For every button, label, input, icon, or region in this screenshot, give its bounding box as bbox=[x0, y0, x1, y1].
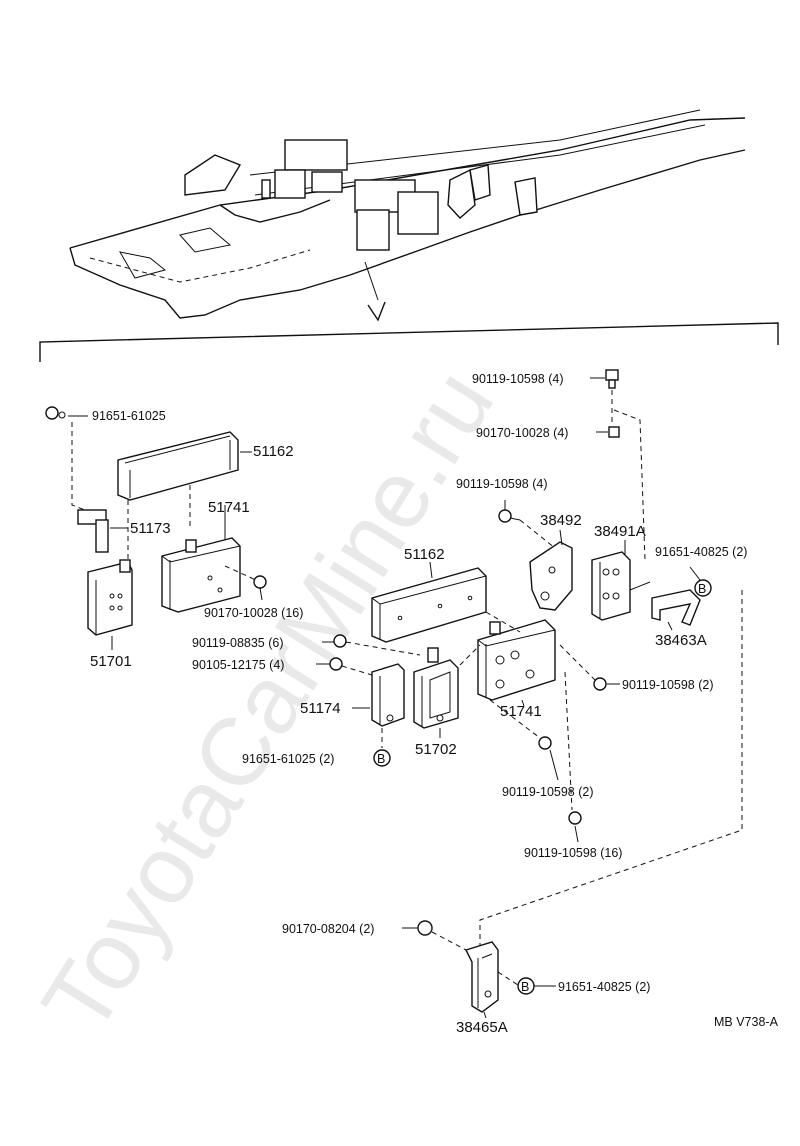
label-38463A: 38463A bbox=[655, 632, 707, 649]
label-51162-lower: 51162 bbox=[404, 546, 445, 563]
part-38492 bbox=[519, 519, 573, 611]
frame-box-1 bbox=[284, 139, 348, 171]
label-51702: 51702 bbox=[415, 741, 457, 758]
label-51701: 51701 bbox=[90, 653, 132, 670]
label-90170-08204-2: 90170-08204 (2) bbox=[282, 922, 374, 936]
label-51173: 51173 bbox=[130, 520, 171, 537]
label-90119-10598-2-center: 90119-10598 (2) bbox=[502, 785, 594, 799]
part-51162-upper bbox=[117, 431, 252, 501]
part-51741-left bbox=[161, 505, 241, 613]
label-90119-08835-6: 90119-08835 (6) bbox=[192, 636, 284, 650]
callout-b-top: B bbox=[689, 566, 712, 597]
label-38465A: 38465A bbox=[456, 1019, 508, 1036]
group-bracket-line bbox=[39, 322, 779, 362]
label-90170-10028-16: 90170-10028 (16) bbox=[204, 606, 303, 620]
label-51162-upper: 51162 bbox=[253, 443, 294, 460]
label-90105-12175-4: 90105-12175 (4) bbox=[192, 658, 284, 672]
label-51741-right: 51741 bbox=[500, 703, 542, 720]
label-51174: 51174 bbox=[300, 700, 341, 717]
bolt-90105-12175-4 bbox=[316, 657, 373, 676]
bolt-90119-10598-4-mid bbox=[498, 500, 521, 523]
label-91651-40825-2-top: 91651-40825 (2) bbox=[655, 545, 747, 559]
label-38492: 38492 bbox=[540, 512, 582, 529]
part-51741-right bbox=[477, 619, 556, 707]
label-51741-left: 51741 bbox=[208, 499, 250, 516]
label-38491A: 38491A bbox=[594, 523, 646, 540]
label-90119-10598-16: 90119-10598 (16) bbox=[524, 846, 622, 860]
part-51173 bbox=[77, 509, 128, 553]
label-90170-10028-4: 90170-10028 (4) bbox=[476, 426, 568, 440]
bolt-90119-10598-2-center bbox=[489, 699, 559, 781]
part-38465A bbox=[465, 941, 499, 1019]
part-51701 bbox=[87, 559, 133, 650]
nut-90170-10028-4 bbox=[596, 390, 646, 561]
label-91651-61025: 91651-61025 bbox=[92, 409, 166, 423]
part-38491A bbox=[591, 540, 651, 621]
bolt-91651-61025 bbox=[45, 406, 91, 513]
callout-b-left: B bbox=[373, 728, 391, 767]
part-51174 bbox=[352, 663, 405, 727]
nut-90170-08204-2 bbox=[402, 920, 471, 953]
callout-b-letter-top: B bbox=[698, 582, 706, 596]
label-90119-10598-2-right: 90119-10598 (2) bbox=[622, 678, 714, 692]
label-91651-61025-2: 91651-61025 (2) bbox=[242, 752, 334, 766]
label-90119-10598-4-mid: 90119-10598 (4) bbox=[456, 477, 548, 491]
callout-b-letter-left: B bbox=[377, 752, 385, 766]
bolt-90119-08835-6 bbox=[322, 634, 421, 656]
label-91651-40825-2-bottom: 91651-40825 (2) bbox=[558, 980, 650, 994]
callout-b-letter-bottom: B bbox=[521, 980, 529, 994]
part-38463A bbox=[651, 589, 701, 631]
vehicle-frame-overview bbox=[69, 109, 746, 322]
diagram-code: MB V738-A bbox=[714, 1015, 779, 1029]
bolt-90119-10598-4-top bbox=[590, 369, 619, 389]
nut-90170-10028-16 bbox=[224, 565, 267, 601]
label-90119-10598-4-top: 90119-10598 (4) bbox=[472, 372, 564, 386]
callout-b-bottom: B bbox=[497, 971, 556, 995]
bolt-90119-10598-16 bbox=[564, 671, 582, 843]
part-51702 bbox=[413, 647, 459, 738]
bolt-90119-10598-2-right bbox=[559, 644, 620, 691]
